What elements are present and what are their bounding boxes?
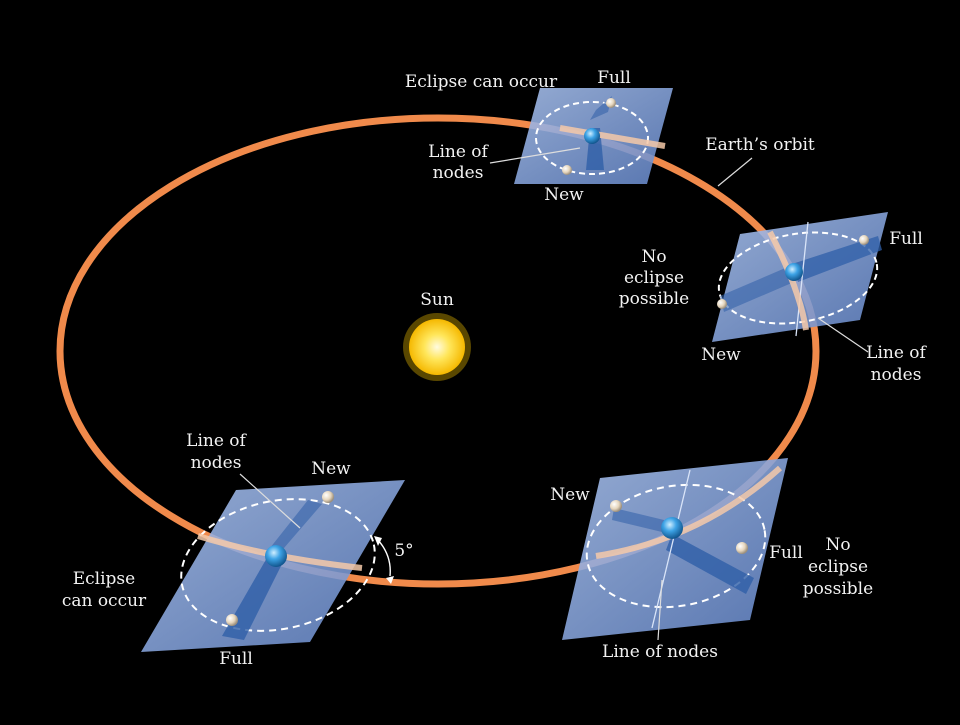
moon-orbit-right (717, 231, 879, 325)
status-top: Eclipse can occur (405, 72, 558, 92)
moon-new-bottom-left (322, 491, 334, 503)
earth-bottom-right (661, 517, 683, 539)
earth-bottom-left (265, 545, 287, 567)
line-of-nodes-right (795, 221, 809, 337)
nodes-leader-right (817, 317, 869, 353)
new-label-bottom-left: New (311, 459, 351, 479)
full-label-right: Full (889, 229, 923, 249)
full-label-top: Full (597, 68, 631, 88)
inclination-arrow-bottom (386, 576, 394, 584)
moon-full-bottom-right (736, 542, 748, 554)
plane-bottom-left: 5° New Full Line of nodes Eclipse can oc… (62, 431, 414, 669)
status-bottom-right-2: eclipse (808, 557, 868, 577)
status-bottom-left-2: can occur (62, 591, 147, 611)
earth-orbit (56, 114, 820, 588)
nodes-leader-top (489, 147, 581, 164)
shadow-cone-bottom-left (222, 556, 286, 640)
plane-bottom-right: New Full No eclipse possible Line of nod… (550, 458, 873, 662)
earth-top (584, 128, 600, 144)
moon-new-right (717, 299, 727, 309)
nodes-label-bottom-right: Line of nodes (602, 642, 718, 662)
plane-top: Eclipse can occur Full New Line of nodes (405, 68, 673, 205)
shadow-cone-bottom-right (666, 534, 754, 594)
orbit-over-plane-top (559, 125, 666, 149)
moon-full-bottom-left (226, 614, 238, 626)
nodes-label-bottom-left-2: nodes (191, 453, 242, 473)
full-label-bottom-right: Full (769, 543, 803, 563)
orbit-label-leader (717, 157, 753, 187)
earth-right (785, 263, 803, 281)
orbit-over-plane-right (767, 230, 809, 331)
nodes-leader-bottom-right (657, 579, 663, 641)
moon-orbit-top (535, 101, 649, 175)
angle-label: 5° (394, 541, 413, 561)
nodes-label-top-2: nodes (433, 163, 484, 183)
nodes-label-right-1: Line of (866, 343, 927, 363)
inclination-arc (377, 539, 391, 577)
new-label-right: New (701, 345, 741, 365)
nodes-label-right-2: nodes (871, 365, 922, 385)
moon-orbit-bottom-right (585, 483, 767, 609)
new-label-top: New (544, 185, 584, 205)
moon-full-top (606, 98, 616, 108)
status-bottom-left-1: Eclipse (73, 569, 135, 589)
moon-orbit-bottom-left (180, 498, 376, 632)
moon-full-right (859, 235, 869, 245)
new-label-bottom-right: New (550, 485, 590, 505)
nodes-leader-bottom-left (239, 473, 301, 529)
line-of-nodes-bottom-right (651, 469, 691, 629)
shadow-cone-right (792, 236, 882, 282)
orbit-over-plane-bottom-right (595, 465, 783, 559)
moon-new-top (562, 165, 572, 175)
status-right-1: No (641, 247, 666, 267)
sunlight-band-right (720, 266, 794, 312)
inclination-arrow-top (374, 536, 382, 546)
sun-label: Sun (420, 290, 454, 310)
sun (409, 319, 465, 375)
orbit-label: Earth’s orbit (705, 135, 815, 155)
status-bottom-right-3: possible (803, 579, 873, 599)
sunlight-band-bottom-right (612, 508, 664, 532)
status-bottom-right-1: No (825, 535, 850, 555)
plane-right: Full New No eclipse possible Line of nod… (619, 212, 928, 385)
moon-new-bottom-right (610, 500, 622, 512)
status-right-2: eclipse (624, 268, 684, 288)
nodes-label-top-1: Line of (428, 142, 489, 162)
full-label-bottom-left: Full (219, 649, 253, 669)
nodes-label-bottom-left-1: Line of (186, 431, 247, 451)
status-right-3: possible (619, 289, 689, 309)
